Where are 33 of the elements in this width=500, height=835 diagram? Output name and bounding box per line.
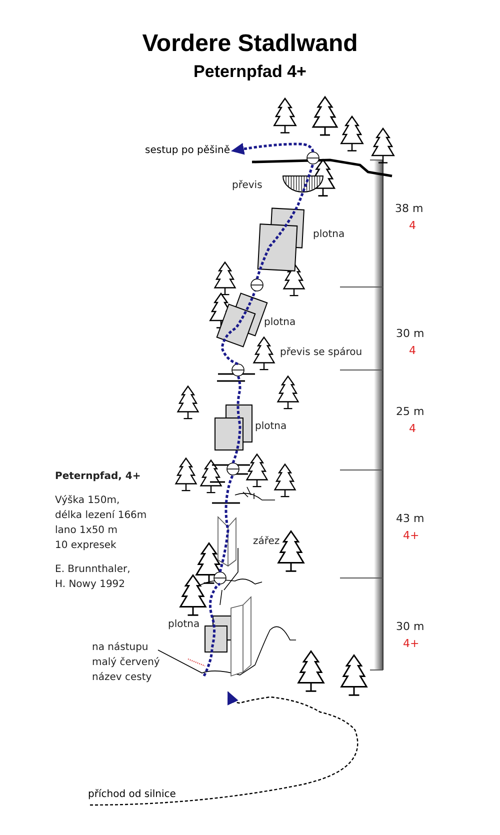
text-label: plotna (264, 317, 296, 329)
grade-label: 4+ (403, 637, 420, 650)
text-label: délka lezení 166m (55, 510, 147, 522)
length-label: 30 m (396, 620, 424, 634)
length-label: 25 m (396, 405, 424, 418)
grade-label: 4 (409, 422, 416, 436)
text-label: Výška 150m, (55, 495, 120, 507)
text-label: H. Nowy 1992 (55, 579, 126, 591)
grade-label: 4 (409, 219, 416, 232)
text-label: 10 expresek (55, 540, 116, 552)
title: Vordere Stadlwand (141, 30, 359, 58)
text-label: převis se spárou (280, 347, 362, 359)
length-label: 38 m (395, 202, 424, 216)
text-label: malý červený (92, 657, 160, 669)
text-label: zářez (253, 536, 280, 548)
text-label: E. Brunnthaler, (55, 564, 130, 576)
text-label: příchod od silnice (88, 789, 176, 801)
route-line (202, 142, 314, 678)
length-label: 43 m (396, 512, 424, 526)
grade-label: 4+ (403, 529, 420, 542)
text-label: sestup po pěšině (145, 145, 230, 157)
text-label: plotna (313, 229, 345, 241)
text-label: název cesty (92, 672, 152, 684)
text-label: plotna (255, 421, 287, 433)
text-label: na nástupu (92, 642, 148, 654)
grade-label: 4 (409, 344, 416, 358)
text-label: lano 1x50 m (55, 525, 118, 537)
route-name: Peternpfad, 4+ (55, 471, 141, 483)
length-label: 30 m (396, 327, 424, 340)
text-label: převis (232, 180, 262, 192)
approach-path-arrow (90, 691, 358, 806)
subtitle: Peternpfad 4+ (192, 62, 308, 82)
text-label: plotna (168, 619, 200, 631)
